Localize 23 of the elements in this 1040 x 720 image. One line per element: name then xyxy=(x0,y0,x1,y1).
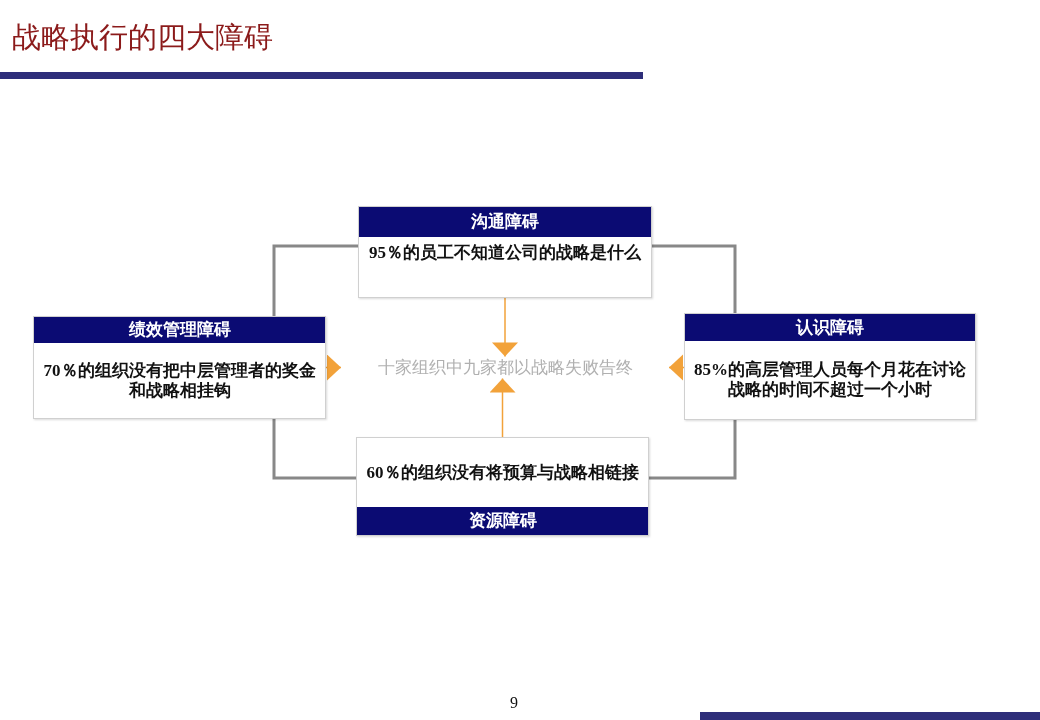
connector-line xyxy=(272,244,358,316)
connector-line xyxy=(649,420,737,480)
chevron-arrow xyxy=(668,354,685,381)
card-text: 85%的高层管理人员每个月花在讨论战略的时间不超过一个小时 xyxy=(693,360,967,400)
connector-line xyxy=(652,244,737,313)
barrier-card xyxy=(33,316,326,419)
card-text: 95％的员工不知道公司的战略是什么 xyxy=(369,243,641,263)
card-text: 60％的组织没有将预算与战略相链接 xyxy=(366,462,639,483)
barrier-card xyxy=(356,437,649,536)
chevron-arrow xyxy=(489,377,516,438)
center-text: 十家组织中九家都以战略失败告终 xyxy=(341,356,669,379)
card-header: 资源障碍 xyxy=(357,507,648,535)
card-header: 沟通障碍 xyxy=(359,207,651,237)
card-header: 认识障碍 xyxy=(685,314,975,341)
chevron-arrow xyxy=(492,297,518,358)
barrier-card xyxy=(358,206,652,298)
connector-line xyxy=(272,419,356,480)
page-number: 9 xyxy=(510,694,518,712)
card-header: 绩效管理障碍 xyxy=(34,317,325,343)
barrier-card xyxy=(684,313,976,420)
card-text: 70％的组织没有把中层管理者的奖金和战略相挂钩 xyxy=(42,360,317,401)
chevron-arrow xyxy=(325,354,342,381)
title: 战略执行的四大障碍 xyxy=(12,20,273,55)
